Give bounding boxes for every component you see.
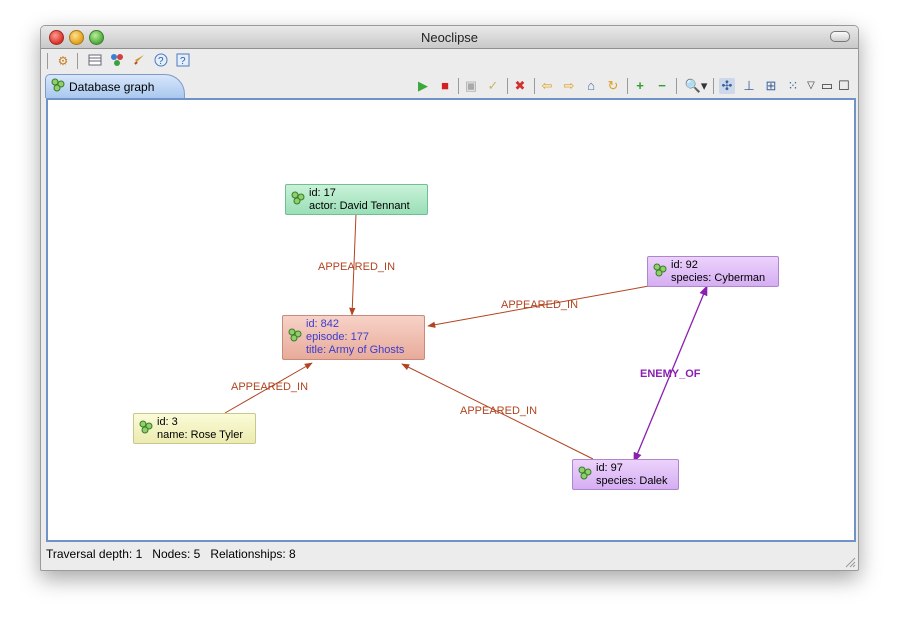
layout-tree-icon[interactable]: ⊥ <box>743 78 755 93</box>
node-property: species: Dalek <box>596 475 668 487</box>
toolbar-separator <box>458 78 459 94</box>
graph-node[interactable]: id: 92 species: Cyberman <box>647 256 779 287</box>
node-icon <box>578 466 592 480</box>
add-icon[interactable]: + <box>636 78 644 93</box>
save-icon[interactable]: ▣ <box>464 78 478 93</box>
delete-icon[interactable]: ✖ <box>514 78 526 93</box>
node-icon <box>291 191 305 205</box>
layout-spring-icon[interactable]: ✣ <box>719 78 735 94</box>
edge-tennant-episode <box>349 213 357 316</box>
remove-icon[interactable]: − <box>658 78 666 93</box>
view-menu-icon[interactable]: ▽ <box>807 80 815 91</box>
svg-text:?: ? <box>158 56 164 67</box>
tab-database-graph[interactable]: Database graph <box>45 74 185 98</box>
status-bar: Traversal depth: 1 Nodes: 5 Relationship… <box>46 547 296 561</box>
node-property: episode: 177 <box>306 331 369 343</box>
edge-label: APPEARED_IN <box>318 261 396 273</box>
node-icon <box>653 263 667 277</box>
home-icon[interactable]: ⌂ <box>587 78 595 93</box>
edge-rose-episode <box>224 362 313 414</box>
graph-node[interactable]: id: 3 name: Rose Tyler <box>133 413 256 444</box>
node-property: name: Rose Tyler <box>157 429 244 441</box>
node-id: id: 3 <box>157 416 178 428</box>
resize-grip-icon[interactable] <box>844 556 856 568</box>
nodes-icon[interactable] <box>109 53 125 69</box>
help-icon[interactable]: ? <box>153 53 169 69</box>
rocket-icon[interactable] <box>131 53 147 69</box>
node-id: id: 842 <box>306 318 340 330</box>
refresh-icon[interactable]: ↻ <box>607 78 619 93</box>
tab-label: Database graph <box>69 80 155 94</box>
node-property: title: Army of Ghosts <box>306 344 405 356</box>
toolbar-separator <box>507 78 508 94</box>
play-icon[interactable]: ▶ <box>418 78 428 93</box>
app-window: Neoclipse ⚙ ? ? Database graph ▶ <box>40 25 859 571</box>
maximize-icon[interactable]: ☐ <box>838 78 850 93</box>
node-property: species: Cyberman <box>671 272 766 284</box>
graph-canvas[interactable]: APPEARED_IN APPEARED_IN APPEARED_IN APPE… <box>46 98 856 542</box>
forward-icon[interactable]: ⇨ <box>563 78 575 93</box>
node-id: id: 97 <box>596 462 623 474</box>
toolbar-toggle-button[interactable] <box>830 31 850 42</box>
stop-icon[interactable]: ■ <box>441 78 449 93</box>
graph-icon <box>51 78 65 92</box>
main-toolbar: ⚙ ? ? <box>41 49 858 73</box>
view-tab-bar: Database graph ▶ ■ ▣ ✓ ✖ ⇦ ⇨ ⌂ ↻ + − 🔍▾ … <box>45 74 854 98</box>
table-icon[interactable] <box>87 53 103 69</box>
title-bar: Neoclipse <box>41 26 858 49</box>
close-button[interactable] <box>49 30 64 45</box>
commit-icon[interactable]: ✓ <box>487 78 499 93</box>
layout-grid-icon[interactable]: ⊞ <box>765 78 777 93</box>
window-title: Neoclipse <box>420 30 479 45</box>
toolbar-separator <box>627 78 628 94</box>
status-nodes-count: Nodes: 5 <box>152 547 201 561</box>
graph-node[interactable]: id: 17 actor: David Tennant <box>285 184 428 215</box>
layout-radial-icon[interactable]: ⁙ <box>787 78 799 93</box>
edge-label: APPEARED_IN <box>460 405 538 417</box>
graph-node[interactable]: id: 842 episode: 177 title: Army of Ghos… <box>282 315 425 360</box>
node-icon <box>288 328 302 342</box>
status-traversal-depth: Traversal depth: 1 <box>46 547 143 561</box>
minimize-icon[interactable]: ▭ <box>820 78 834 93</box>
toolbar-separator <box>77 53 78 69</box>
minimize-button[interactable] <box>69 30 84 45</box>
edge-label: APPEARED_IN <box>501 299 579 311</box>
node-id: id: 17 <box>309 187 336 199</box>
toolbar-separator <box>713 78 714 94</box>
graph-node[interactable]: id: 97 species: Dalek <box>572 459 679 490</box>
zoom-button[interactable] <box>89 30 104 45</box>
edge-label: APPEARED_IN <box>231 381 309 393</box>
help-window-icon[interactable]: ? <box>175 53 191 69</box>
graph-edges <box>224 213 708 463</box>
node-id: id: 92 <box>671 259 698 271</box>
node-icon <box>139 420 153 434</box>
svg-text:?: ? <box>180 56 186 67</box>
toolbar-separator <box>534 78 535 94</box>
zoom-icon[interactable]: 🔍▾ <box>684 78 708 93</box>
toolbar-separator <box>676 78 677 94</box>
edge-dalek-cyberman <box>633 285 708 463</box>
edge-dalek-episode <box>401 363 594 460</box>
edge-label: ENEMY_OF <box>640 368 701 380</box>
edge-cyberman-episode <box>427 285 650 328</box>
status-relationships-count: Relationships: 8 <box>210 547 296 561</box>
back-icon[interactable]: ⇦ <box>541 78 553 93</box>
toolbar-grip <box>47 53 48 69</box>
settings-icon[interactable]: ⚙ <box>57 54 69 68</box>
node-property: actor: David Tennant <box>309 200 410 212</box>
